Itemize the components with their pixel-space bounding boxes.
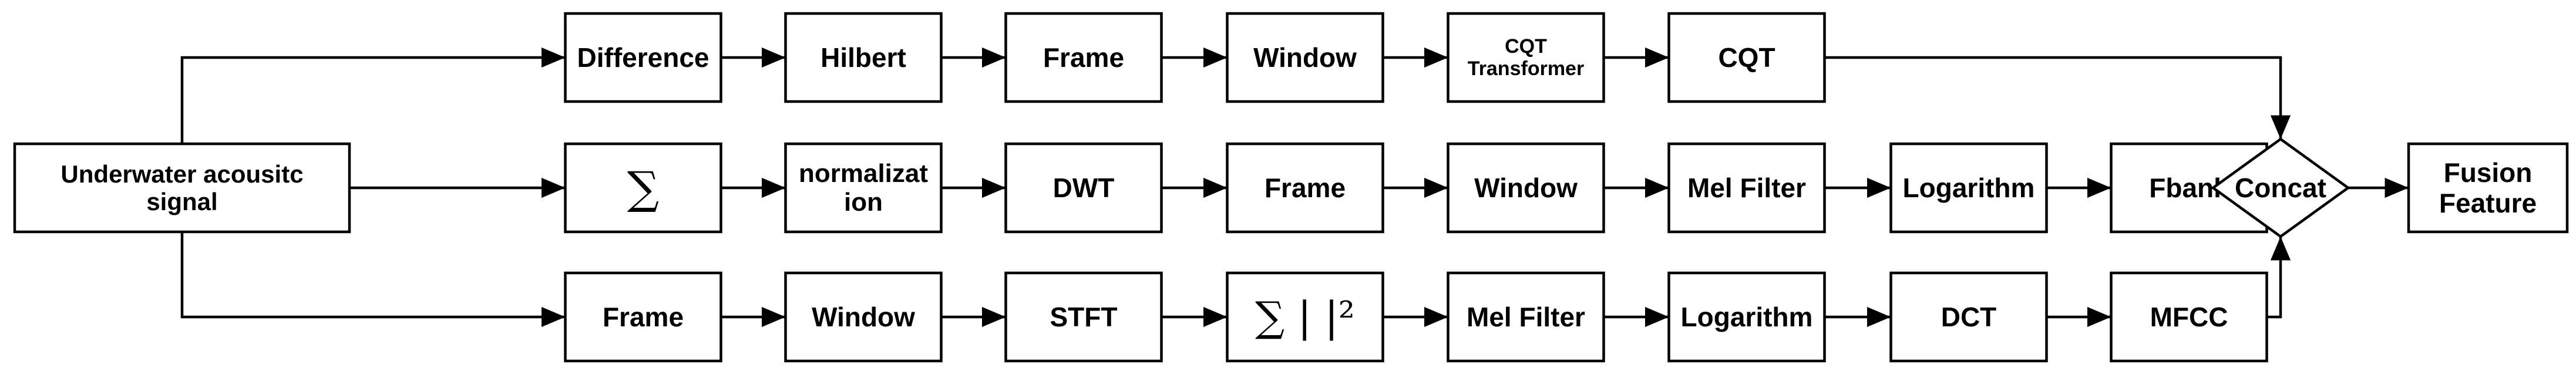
node-box (1889, 142, 2048, 234)
node-label: ∑ (627, 162, 659, 214)
node-stft: STFT (1004, 271, 1163, 363)
edges (180, 47, 2409, 328)
node-box (1447, 142, 1605, 234)
node-window-top: Window (1226, 12, 1384, 103)
node-label: DCT (1941, 302, 1997, 332)
node-box (1226, 142, 1384, 234)
node-box (564, 142, 722, 234)
node-label: Underwater acousitc (60, 160, 303, 188)
node-label: Frame (1043, 42, 1124, 73)
node-label: Window (1253, 42, 1357, 73)
node-label: Window (812, 302, 915, 332)
node-dct: DCT (1889, 271, 2048, 363)
node-diamond (2211, 137, 2350, 238)
node-box (1667, 142, 1826, 234)
node-mel-filter-bot: Mel Filter (1447, 271, 1605, 363)
node-label: Feature (2439, 188, 2537, 218)
node-box (2110, 271, 2268, 363)
node-window-mid: Window (1447, 142, 1605, 234)
node-label: signal (146, 188, 217, 215)
node-dwt: DWT (1004, 142, 1163, 234)
node-box (784, 271, 943, 363)
node-label: CQT (1505, 35, 1547, 58)
node-box (784, 12, 943, 103)
node-concat: Concat (2211, 137, 2350, 238)
node-label: CQT (1718, 42, 1775, 73)
node-label: Mel Filter (1467, 302, 1585, 332)
node-hilbert: Hilbert (784, 12, 943, 103)
node-logarithm-bot: Logarithm (1667, 271, 1826, 363)
node-box (1226, 12, 1384, 103)
node-label: Mel Filter (1687, 173, 1806, 203)
node-label: Difference (577, 42, 709, 73)
node-label: MFCC (2150, 302, 2228, 332)
node-window-bot: Window (784, 271, 943, 363)
node-label: ion (844, 188, 883, 217)
node-label: normalizat (799, 159, 928, 188)
node-label: Hilbert (820, 42, 906, 73)
edge-cqt-to-concat (1824, 56, 2291, 139)
node-cqt: CQT (1667, 12, 1826, 103)
node-box (1004, 12, 1163, 103)
node-label: Logarithm (1903, 173, 2035, 203)
node-box (1004, 142, 1163, 234)
node-logarithm-mid: Logarithm (1889, 142, 2048, 234)
node-mfcc: MFCC (2110, 271, 2268, 363)
node-box (1004, 271, 1163, 363)
node-frame-mid: Frame (1226, 142, 1384, 234)
node-box (564, 12, 722, 103)
node-mel-filter-mid: Mel Filter (1667, 142, 1826, 234)
node-box (2407, 142, 2569, 234)
node-label: STFT (1050, 302, 1118, 332)
node-box (1667, 12, 1826, 103)
node-label: Frame (1265, 173, 1346, 203)
node-box (564, 271, 722, 363)
node-box (1889, 271, 2048, 363)
node-label: Fusion (2444, 157, 2533, 188)
node-label: Transformer (1468, 58, 1584, 80)
node-power-spectrum: ∑ | |² (1226, 271, 1384, 363)
edge-input-to-difference (180, 47, 566, 144)
node-label: DWT (1053, 173, 1115, 203)
node-box (784, 142, 943, 234)
node-label: ∑ | |² (1255, 293, 1355, 341)
edge-mfcc-to-concat (2266, 237, 2291, 319)
node-box (1447, 12, 1605, 103)
node-difference: Difference (564, 12, 722, 103)
node-frame-bot: Frame (564, 271, 722, 363)
node-box (1447, 271, 1605, 363)
node-label: Logarithm (1681, 302, 1813, 332)
edge-input-to-frame-bot (180, 232, 566, 328)
node-box (13, 142, 351, 234)
node-label: Window (1474, 173, 1578, 203)
node-sigma-mid: ∑ (564, 142, 722, 234)
node-box (1226, 271, 1384, 363)
node-label: Concat (2235, 173, 2326, 203)
node-label: Frame (603, 302, 684, 332)
node-box (1667, 271, 1826, 363)
node-frame-top: Frame (1004, 12, 1163, 103)
